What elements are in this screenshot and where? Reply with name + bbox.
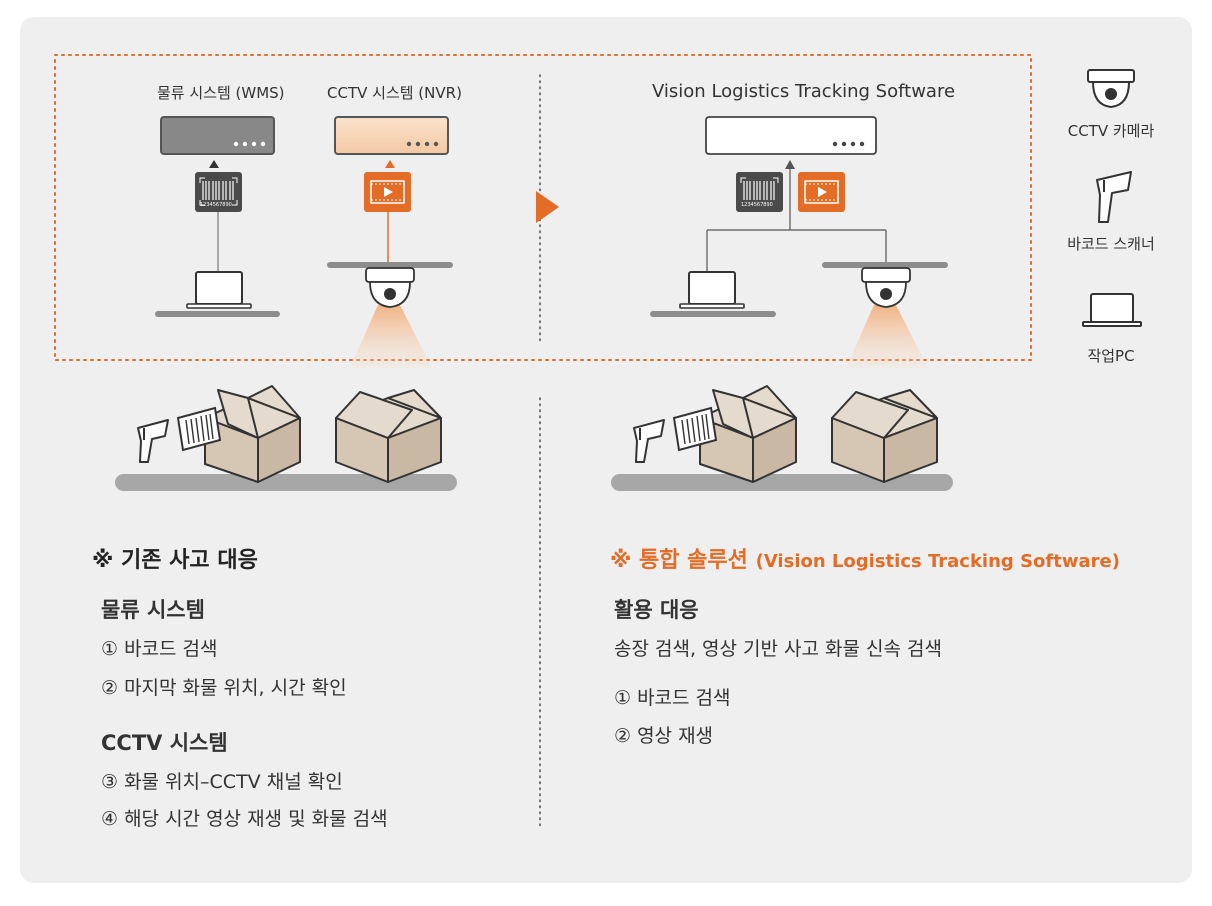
existing-title: ※ 기존 사고 대응: [92, 548, 258, 573]
legend-label-scanner: 바코드 스캐너: [1067, 235, 1155, 253]
nvr-server: [334, 116, 449, 155]
cctv-heading: CCTV 시스템: [101, 731, 228, 755]
conveyor-left: [115, 474, 457, 491]
integrated-title-main: ※ 통합 솔루션: [610, 548, 748, 573]
nvr-video-icon: [364, 172, 411, 212]
vlts-server: [705, 116, 877, 155]
scanner-right: [633, 419, 665, 463]
wms-laptop: [186, 271, 252, 309]
vlts-arrow: [785, 160, 795, 169]
vlts-laptop: [679, 271, 745, 309]
nvr-label-text: CCTV 시스템 (NVR): [327, 84, 462, 102]
integrated-title-sub: (Vision Logistics Tracking Software): [755, 551, 1120, 572]
software-label: Vision Logistics Tracking Software: [652, 81, 956, 102]
vlts-desk: [650, 311, 776, 317]
box-left-2: [335, 389, 442, 483]
dome-camera-icon: [1087, 69, 1135, 109]
vlts-connector: [706, 168, 887, 272]
barcode-number-right: 1234567890: [741, 202, 773, 208]
ceiling-bar-right: [822, 262, 948, 268]
scanner-left: [137, 419, 169, 463]
barcode-label-right: [672, 406, 718, 452]
usage-desc: 송장 검색, 영상 기반 사고 화물 신속 검색: [614, 638, 942, 660]
integrated-item-2: ② 영상 재생: [614, 725, 714, 747]
wms-item-2: ② 마지막 화물 위치, 시간 확인: [101, 677, 347, 699]
nvr-arrow: [385, 160, 395, 168]
wms-arrow: [209, 160, 219, 168]
wms-server: [160, 116, 275, 155]
box-left-1: [204, 385, 301, 483]
wms-item-1: ① 바코드 검색: [101, 638, 218, 660]
wms-heading: 물류 시스템: [101, 598, 205, 622]
cctv-item-4: ④ 해당 시간 영상 재생 및 화물 검색: [101, 808, 388, 830]
integrated-title: ※ 통합 솔루션 (Vision Logistics Tracking Soft…: [610, 542, 1120, 574]
box-right-2: [831, 389, 938, 483]
camera-beam-left: [350, 305, 432, 368]
vlts-barcode-icon: [736, 172, 783, 212]
cctv-item-3: ③ 화물 위치–CCTV 채널 확인: [101, 771, 343, 793]
legend-label-cctv: CCTV 카메라: [1067, 122, 1155, 140]
usage-heading: 활용 대응: [614, 598, 699, 622]
camera-beam-right: [846, 305, 928, 368]
wms-barcode-icon: [195, 172, 242, 212]
camera-left: [365, 267, 415, 308]
wms-label: 물류 시스템 (WMS): [157, 84, 285, 102]
legend-label-pc: 작업PC: [1087, 347, 1135, 365]
barcode-scanner-icon: [1096, 171, 1132, 223]
system-frame: [54, 54, 1032, 361]
conveyor-right: [611, 474, 953, 491]
camera-right: [861, 267, 911, 308]
laptop-icon: [1082, 293, 1142, 327]
barcode-label-left: [176, 406, 222, 452]
wms-desk: [155, 311, 280, 317]
ceiling-bar-left: [327, 262, 453, 268]
vlts-video-icon: [798, 172, 845, 212]
barcode-number-left: 1234567890: [200, 202, 232, 208]
integrated-item-1: ① 바코드 검색: [614, 687, 731, 709]
transition-arrow: [536, 191, 559, 223]
